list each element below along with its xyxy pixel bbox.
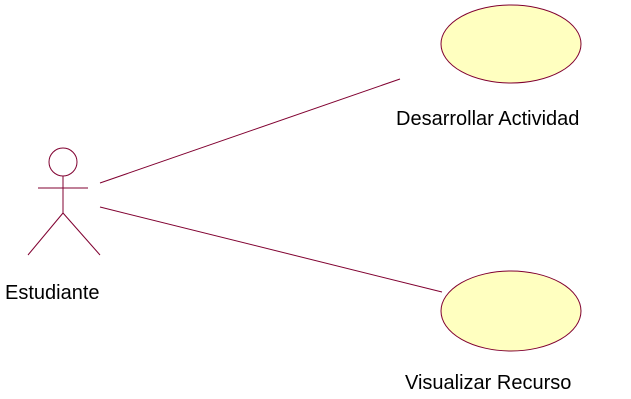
- actor-label: Estudiante: [5, 282, 100, 304]
- use-case-label-desarrollar: Desarrollar Actividad: [396, 108, 580, 130]
- use-case-label-visualizar: Visualizar Recurso: [405, 372, 572, 394]
- association-line-desarrollar: [99, 78, 401, 184]
- use-case-visualizar-recurso[interactable]: [440, 270, 582, 352]
- actor-right-leg: [62, 212, 101, 256]
- actor-head: [48, 147, 78, 177]
- actor-left-leg: [27, 212, 64, 256]
- association-line-visualizar: [99, 206, 443, 293]
- actor-stick-figure[interactable]: [27, 147, 101, 256]
- use-case-desarrollar-actividad[interactable]: [440, 4, 582, 84]
